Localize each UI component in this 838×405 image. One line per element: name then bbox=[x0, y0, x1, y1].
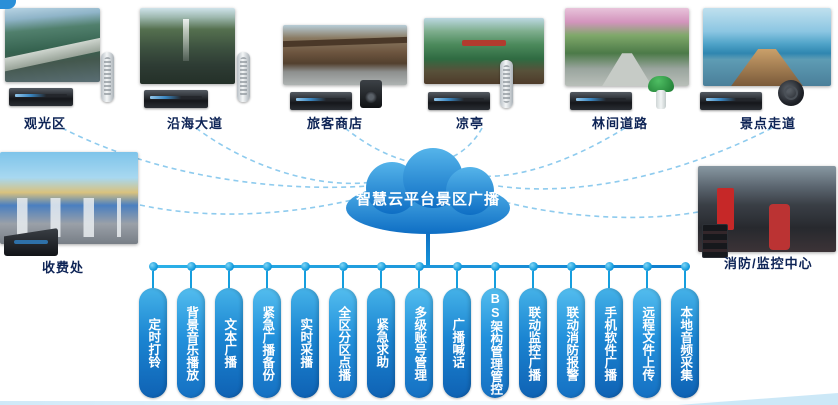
feature-label: 定时打铃 bbox=[146, 318, 161, 368]
feature-label: 紧急求助 bbox=[374, 318, 389, 368]
connector-stem bbox=[532, 271, 534, 288]
cabinet-speaker-icon bbox=[360, 80, 382, 108]
feature-label: 本地音频采集 bbox=[678, 305, 693, 381]
column-speaker-icon bbox=[237, 52, 250, 102]
photo-tourist-shop bbox=[283, 25, 407, 85]
feature-pill: 手机软件广播 bbox=[595, 288, 623, 398]
feature-rail-line bbox=[151, 265, 687, 268]
bottom-accent-wedge bbox=[678, 393, 838, 405]
connector-stem bbox=[228, 271, 230, 288]
photo-fire-monitoring-center bbox=[698, 166, 836, 252]
cloud-platform: 智慧云平台景区广播 bbox=[338, 146, 518, 238]
site-label-pavilion: 凉亭 bbox=[456, 116, 485, 131]
feature-label: 联动监控广播 bbox=[526, 305, 541, 381]
site-label-tourist-shop: 旅客商店 bbox=[307, 116, 364, 131]
column-speaker-icon bbox=[101, 52, 114, 102]
feature-pill: 紧急广播备份 bbox=[253, 288, 281, 398]
horn-speaker-icon bbox=[778, 80, 804, 106]
photo-sightseeing-area bbox=[5, 8, 100, 82]
feature-label: 文本广播 bbox=[222, 318, 237, 368]
feature-pill: 远程文件上传 bbox=[633, 288, 661, 398]
connector-stem bbox=[152, 271, 154, 288]
connector-stem bbox=[456, 271, 458, 288]
feature-pill: 联动消防报警 bbox=[557, 288, 585, 398]
feature-label: BS架构管理管控 bbox=[488, 291, 503, 395]
cloud-title: 智慧云平台景区广播 bbox=[355, 191, 500, 208]
connector-stem bbox=[494, 271, 496, 288]
amplifier-icon bbox=[144, 90, 208, 108]
site-label-sightseeing-area: 观光区 bbox=[24, 116, 67, 131]
feature-pill: BS架构管理管控 bbox=[481, 288, 509, 398]
connector-stem bbox=[380, 271, 382, 288]
feature-pill: 定时打铃 bbox=[139, 288, 167, 398]
site-label-forest-road: 林间道路 bbox=[592, 116, 649, 131]
feature-pill: 联动监控广播 bbox=[519, 288, 547, 398]
feature-label: 广播喊话 bbox=[450, 318, 465, 368]
feature-pill: 紧急求助 bbox=[367, 288, 395, 398]
connector-stem bbox=[304, 271, 306, 288]
feature-pill: 文本广播 bbox=[215, 288, 243, 398]
feature-label: 全区分区点播 bbox=[336, 305, 351, 381]
site-label-scenic-walkway: 景点走道 bbox=[740, 116, 797, 131]
cloud-stem-line bbox=[426, 232, 430, 268]
bottom-accent-band bbox=[0, 401, 838, 405]
feature-label: 远程文件上传 bbox=[640, 305, 655, 381]
amplifier-icon bbox=[570, 92, 632, 110]
connector-stem bbox=[684, 271, 686, 288]
connector-stem bbox=[266, 271, 268, 288]
mushroom-speaker-icon bbox=[648, 76, 674, 110]
feature-label: 联动消防报警 bbox=[564, 305, 579, 381]
connector-stem bbox=[646, 271, 648, 288]
feature-label: 紧急广播备份 bbox=[260, 305, 275, 381]
connector-stem bbox=[190, 271, 192, 288]
feature-label: 实时采播 bbox=[298, 318, 313, 368]
photo-fee-station bbox=[0, 152, 138, 244]
amplifier-icon bbox=[290, 92, 352, 110]
feature-label: 手机软件广播 bbox=[602, 305, 617, 381]
photo-forest-road bbox=[565, 8, 689, 86]
feature-pill: 广播喊话 bbox=[443, 288, 471, 398]
amplifier-icon bbox=[9, 88, 73, 106]
feature-pill: 全区分区点播 bbox=[329, 288, 357, 398]
feature-pill: 实时采播 bbox=[291, 288, 319, 398]
feature-pill: 背景音乐播放 bbox=[177, 288, 205, 398]
site-label-fire-monitoring-center: 消防/监控中心 bbox=[724, 256, 813, 271]
amplifier-icon bbox=[428, 92, 490, 110]
connector-stem bbox=[570, 271, 572, 288]
feature-label: 背景音乐播放 bbox=[184, 305, 199, 381]
column-speaker-icon bbox=[500, 60, 513, 108]
site-label-fee-station: 收费处 bbox=[42, 260, 85, 275]
site-label-coastal-avenue: 沿海大道 bbox=[167, 116, 224, 131]
feature-label: 多级账号管理 bbox=[412, 305, 427, 381]
connector-stem bbox=[608, 271, 610, 288]
equipment-rack-icon bbox=[702, 224, 728, 258]
photo-coastal-avenue bbox=[140, 8, 235, 84]
connector-stem bbox=[418, 271, 420, 288]
corner-logo-fragment bbox=[0, 0, 16, 9]
feature-pill: 多级账号管理 bbox=[405, 288, 433, 398]
photo-pavilion bbox=[424, 18, 544, 84]
cloud-icon bbox=[346, 148, 510, 234]
amplifier-icon bbox=[700, 92, 762, 110]
photo-scenic-walkway bbox=[703, 8, 831, 86]
feature-pill: 本地音频采集 bbox=[671, 288, 699, 398]
connector-stem bbox=[342, 271, 344, 288]
